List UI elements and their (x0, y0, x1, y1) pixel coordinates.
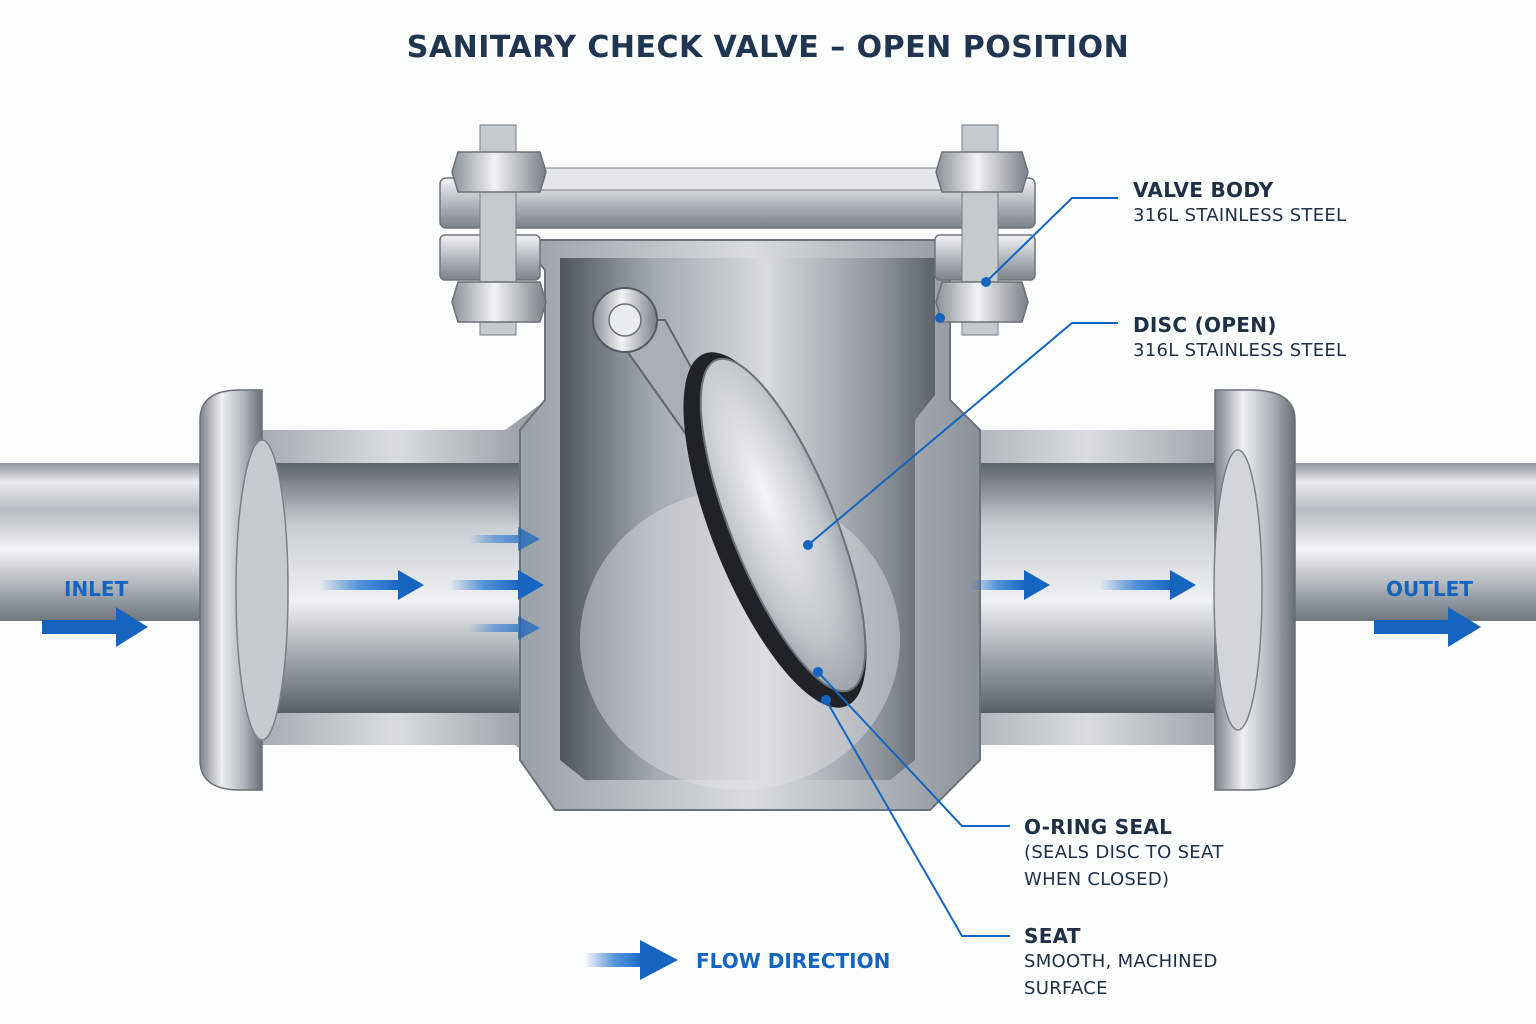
flow-direction-label: FLOW DIRECTION (696, 949, 891, 973)
callout-oring: O-RING SEAL (SEALS DISC TO SEAT WHEN CLO… (1024, 815, 1224, 893)
callout-oring-detail-1: (SEALS DISC TO SEAT (1024, 842, 1224, 863)
diagram-title: SANITARY CHECK VALVE – OPEN POSITION (406, 30, 1130, 65)
callout-oring-name: O-RING SEAL (1024, 815, 1173, 839)
callout-disc-detail: 316L STAINLESS STEEL (1133, 340, 1347, 361)
inlet-arrow (42, 607, 148, 647)
callout-valve-body-name: VALVE BODY (1133, 178, 1274, 202)
leader-dot-disc (803, 540, 813, 550)
outlet-pipe (1290, 463, 1536, 621)
outlet-flange (1213, 389, 1296, 791)
leader-valve-body (985, 197, 1118, 283)
bolt-left (451, 124, 547, 336)
bolt-right (935, 124, 1029, 336)
callout-leaders (803, 197, 1118, 937)
leader-dot-body-wall (935, 313, 945, 323)
callout-seat-detail-2: SURFACE (1024, 978, 1108, 999)
callout-seat-name: SEAT (1024, 924, 1081, 948)
leader-oring (817, 671, 1010, 827)
outlet-label: OUTLET (1386, 577, 1473, 601)
leader-dot-oring (813, 667, 823, 677)
leader-seat (825, 699, 1010, 937)
callout-valve-body-detail: 316L STAINLESS STEEL (1133, 205, 1347, 226)
inlet-flange (199, 389, 289, 791)
callout-disc: DISC (OPEN) 316L STAINLESS STEEL (1133, 313, 1346, 364)
inlet-label: INLET (64, 577, 129, 601)
callout-seat-detail-1: SMOOTH, MACHINED (1024, 951, 1218, 972)
callout-seat: SEAT SMOOTH, MACHINED SURFACE (1024, 924, 1218, 1002)
leader-dot-seat (821, 695, 831, 705)
flow-direction-legend-arrow (585, 940, 678, 980)
outlet-arrow (1374, 607, 1481, 647)
disc-assembly (592, 287, 867, 708)
flow-arrows-inner (320, 527, 1196, 640)
callout-disc-name: DISC (OPEN) (1133, 313, 1277, 337)
leader-dot-valve-body (981, 277, 991, 287)
callout-valve-body: VALVE BODY 316L STAINLESS STEEL (1133, 178, 1346, 229)
leader-disc (807, 322, 1118, 546)
callout-oring-detail-2: WHEN CLOSED) (1024, 869, 1170, 890)
